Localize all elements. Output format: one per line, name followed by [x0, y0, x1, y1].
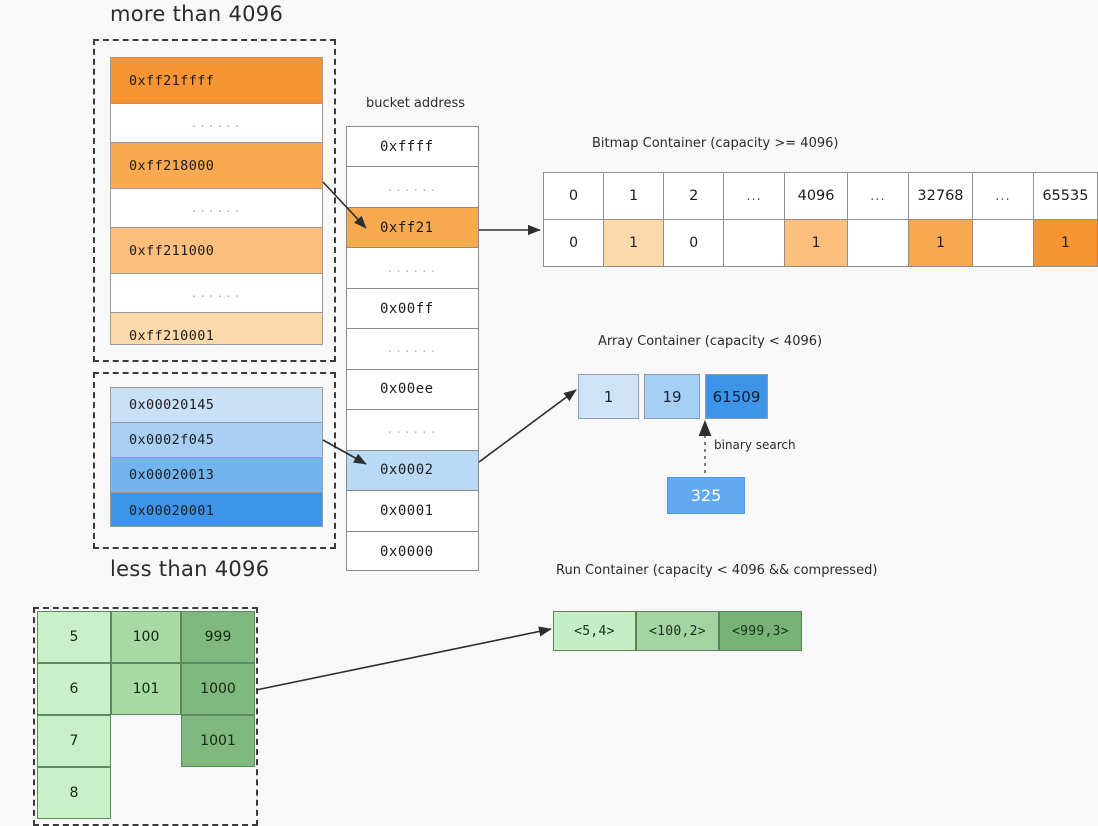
bucket-row-0x0002[interactable]: 0x0002 [347, 450, 478, 492]
run-source-group-box [33, 607, 258, 826]
bitmap-value-cell: 1 [603, 219, 665, 267]
bucket-row-0x00ee[interactable]: 0x00ee [347, 369, 478, 411]
grid-cell: 8 [37, 767, 111, 819]
array-cell: 61509 [705, 374, 768, 419]
low-key-row: 0x00020145 [111, 388, 322, 423]
bitmap-value-cell [972, 219, 1034, 267]
grid-cell: 1000 [181, 663, 255, 715]
high-key-stack: 0xff21ffff......0xff218000......0xff2110… [110, 57, 323, 345]
bucket-address-column: 0xffff......0xff21......0x00ff......0x00… [346, 126, 479, 571]
high-key-ellipsis-row: ...... [111, 274, 322, 313]
grid-cell: 5 [37, 611, 111, 663]
grid-cell: 101 [111, 663, 181, 715]
bitmap-value-cell [847, 219, 909, 267]
high-key-ellipsis-row: ...... [111, 189, 322, 228]
binary-search-label: binary search [714, 438, 796, 452]
bitmap-value-cell: 1 [907, 219, 974, 267]
more-than-4096-label: more than 4096 [110, 2, 284, 26]
bucket-row-0xff21[interactable]: 0xff21 [347, 207, 478, 249]
grid-cell: 100 [111, 611, 181, 663]
bitmap-value-cell: 1 [783, 219, 849, 267]
bitmap-container-title: Bitmap Container (capacity >= 4096) [592, 136, 839, 151]
less-than-4096-label: less than 4096 [110, 557, 270, 581]
bitmap-index-cell: 0 [542, 172, 605, 220]
bitmap-index-cell: 65535 [1032, 172, 1098, 220]
bitmap-value-cell: 0 [663, 219, 725, 267]
bitmap-index-cell: 4096 [783, 172, 849, 220]
binary-search-probe-box: 325 [667, 477, 745, 514]
low-key-row: 0x00020001 [111, 493, 322, 526]
high-key-row: 0xff210001 [111, 313, 322, 344]
bitmap-value-cell: 1 [1032, 219, 1098, 267]
grid-cell: 7 [37, 715, 111, 767]
array-cell: 1 [578, 374, 639, 419]
bucket-ellipsis-row[interactable]: ...... [347, 410, 478, 451]
grid-cell: 999 [181, 611, 255, 663]
array-cell: 19 [644, 374, 700, 419]
bitmap-index-cell: 2 [663, 172, 725, 220]
run-cell: <999,3> [719, 611, 802, 651]
bucket-row-0x00ff[interactable]: 0x00ff [347, 288, 478, 330]
low-key-row: 0x00020013 [111, 458, 322, 493]
high-key-row: 0xff218000 [111, 143, 322, 189]
run-cell: <5,4> [553, 611, 636, 651]
bucket-ellipsis-row[interactable]: ...... [347, 329, 478, 370]
bitmap-index-cell: ... [723, 172, 785, 220]
bitmap-index-cell: 32768 [907, 172, 974, 220]
high-key-row: 0xff211000 [111, 228, 322, 274]
high-key-row: 0xff21ffff [111, 58, 322, 104]
run-container-title: Run Container (capacity < 4096 && compre… [556, 563, 878, 578]
grid-cell: 1001 [181, 715, 255, 767]
high-key-ellipsis-row: ...... [111, 104, 322, 143]
run-container-cells: <5,4><100,2><999,3> [553, 611, 802, 651]
array-container-title: Array Container (capacity < 4096) [598, 334, 823, 349]
bucket-ellipsis-row[interactable]: ...... [347, 167, 478, 208]
bitmap-index-cell: 1 [603, 172, 665, 220]
bitmap-value-cell [723, 219, 785, 267]
grid-cell: 6 [37, 663, 111, 715]
bitmap-value-cell: 0 [542, 219, 605, 267]
bucket-row-0xffff[interactable]: 0xffff [347, 127, 478, 168]
bitmap-index-cell: ... [972, 172, 1034, 220]
bucket-ellipsis-row[interactable]: ...... [347, 248, 478, 289]
bitmap-index-cell: ... [847, 172, 909, 220]
bucket-row-0x0001[interactable]: 0x0001 [347, 491, 478, 532]
bucket-address-label: bucket address [366, 96, 466, 111]
low-key-row: 0x0002f045 [111, 423, 322, 458]
run-cell: <100,2> [636, 611, 719, 651]
bucket-row-0x0000[interactable]: 0x0000 [347, 531, 478, 570]
